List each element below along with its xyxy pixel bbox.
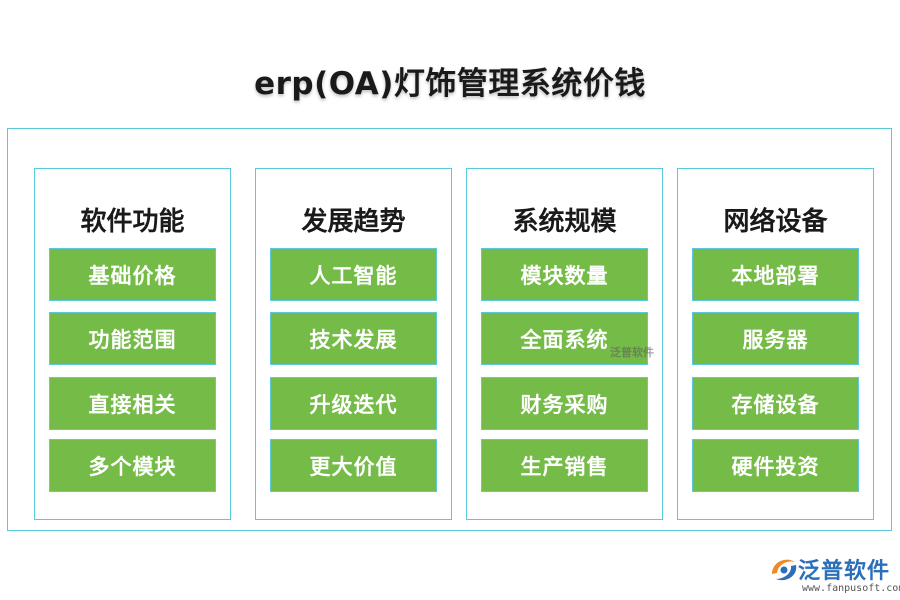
item-box: 技术发展 <box>270 312 437 365</box>
item-box: 直接相关 <box>49 377 216 430</box>
item-box: 服务器 <box>692 312 859 365</box>
column-network-equipment: 网络设备 本地部署 服务器 存储设备 硬件投资 <box>677 168 874 520</box>
item-box: 全面系统 <box>481 312 648 365</box>
item-box: 本地部署 <box>692 248 859 301</box>
diagram-title: erp(OA)灯饰管理系统价钱 <box>254 66 646 102</box>
column-title: 发展趋势 <box>301 207 406 237</box>
column-title: 网络设备 <box>723 207 828 237</box>
item-box: 硬件投资 <box>692 439 859 492</box>
column-development-trend: 发展趋势 人工智能 技术发展 升级迭代 更大价值 <box>255 168 452 520</box>
logo-name: 泛普软件 <box>798 559 891 584</box>
item-box: 人工智能 <box>270 248 437 301</box>
brand-logo: 泛普软件 www.fanpusoft.com <box>768 553 900 597</box>
column-system-scale: 系统规模 模块数量 全面系统 财务采购 生产销售 <box>466 168 663 520</box>
item-box: 财务采购 <box>481 377 648 430</box>
outer-frame <box>7 128 892 531</box>
column-software-features: 软件功能 基础价格 功能范围 直接相关 多个模块 <box>34 168 231 520</box>
item-box: 功能范围 <box>49 312 216 365</box>
column-title: 软件功能 <box>80 207 185 237</box>
item-box: 多个模块 <box>49 439 216 492</box>
column-title: 系统规模 <box>512 207 617 237</box>
item-box: 更大价值 <box>270 439 437 492</box>
item-box: 基础价格 <box>49 248 216 301</box>
logo-url: www.fanpusoft.com <box>802 583 900 594</box>
item-box: 生产销售 <box>481 439 648 492</box>
logo-swirl-icon <box>772 559 797 581</box>
watermark: 泛普软件 <box>610 346 654 359</box>
item-box: 存储设备 <box>692 377 859 430</box>
item-box: 升级迭代 <box>270 377 437 430</box>
item-box: 模块数量 <box>481 248 648 301</box>
